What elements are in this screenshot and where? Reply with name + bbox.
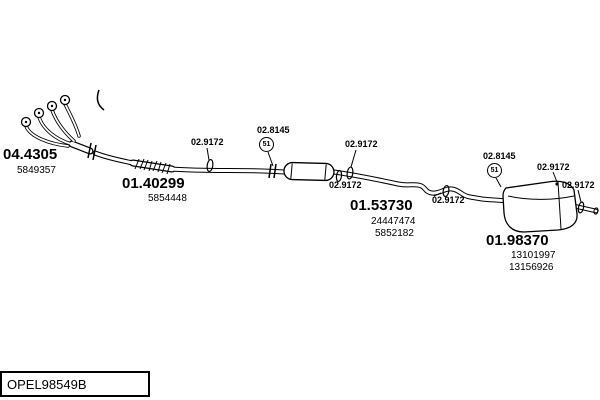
part-number-hanger-1: 02.8145: [257, 125, 290, 135]
center-silencer-icon: [283, 161, 335, 182]
flange-icon: [87, 142, 97, 161]
part-number-clamp-6: 02.9172: [562, 180, 595, 190]
hook-icon: [96, 89, 105, 111]
part-number-clamp-5: 02.9172: [537, 162, 570, 172]
part-number-clamp-1: 02.9172: [191, 137, 224, 147]
part-number-center-silencer: 01.53730: [350, 197, 413, 214]
rear-silencer-icon: [502, 180, 599, 233]
part-ref-center-silencer-2: 5852182: [375, 228, 414, 239]
hanger-ring-text: 51: [262, 141, 271, 148]
hanger-ring-icon: 51: [259, 137, 274, 152]
hanger-ring-icon: 51: [487, 163, 502, 178]
part-ref-center-silencer-1: 24447474: [371, 216, 416, 227]
part-number-clamp-4: 02.9172: [432, 195, 465, 205]
drawing-code: OPEL98549B: [7, 376, 87, 392]
part-number-front-pipe: 01.40299: [122, 175, 185, 192]
clamp-icons: [206, 158, 585, 214]
part-number-clamp-2: 02.9172: [345, 139, 378, 149]
leader-lines: [206, 147, 582, 203]
flex-pipe-hatch-icon: [134, 158, 171, 175]
manifold-port-flanges-icon: [20, 94, 71, 128]
part-ref-rear-silencer-1: 13101997: [511, 250, 556, 261]
part-number-hanger-2: 02.8145: [483, 151, 516, 161]
part-number-clamp-3: 02.9172: [329, 180, 362, 190]
flange-icon: [268, 163, 277, 179]
drawing-code-box: OPEL98549B: [0, 371, 150, 397]
part-ref-manifold: 5849357: [17, 165, 56, 176]
pipe-inners: [25, 103, 598, 213]
part-ref-front-pipe: 5854448: [148, 193, 187, 204]
hanger-ring-text: 51: [490, 167, 499, 174]
part-number-rear-silencer: 01.98370: [486, 232, 549, 249]
part-number-manifold: 04.4305: [3, 146, 58, 163]
part-ref-rear-silencer-2: 13156926: [509, 262, 554, 273]
